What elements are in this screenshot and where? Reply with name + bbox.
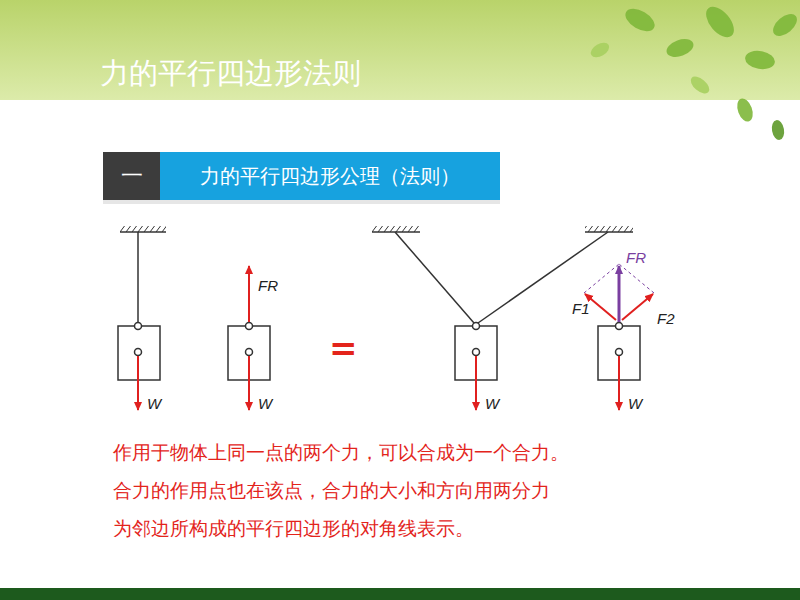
force-label: W	[147, 395, 161, 412]
figures	[118, 226, 654, 410]
force-label: FR	[258, 277, 278, 294]
force-label: W	[628, 395, 642, 412]
section-number: 一	[103, 152, 160, 200]
force-label: FR	[626, 249, 646, 266]
box-text: 一	[121, 161, 143, 191]
force-label: F2	[657, 310, 675, 327]
force-label: W	[258, 395, 272, 412]
header-band	[0, 0, 800, 100]
force-label: W	[485, 395, 499, 412]
box-text: 力的平行四边形公理（法则）	[200, 163, 460, 190]
equals-sign: =	[329, 328, 358, 368]
description-line: 合力的作用点也在该点，合力的大小和方向用两分力	[113, 478, 550, 504]
slide-title: 力的平行四边形法则	[100, 54, 361, 94]
header-shadow	[103, 200, 500, 204]
force-label: F1	[572, 300, 590, 317]
description-line: 为邻边所构成的平行四边形的对角线表示。	[113, 516, 474, 542]
leaves	[588, 2, 800, 141]
section-heading: 力的平行四边形公理（法则）	[160, 152, 500, 200]
description-line: 作用于物体上同一点的两个力，可以合成为一个合力。	[113, 440, 569, 466]
footer-band	[0, 588, 800, 600]
